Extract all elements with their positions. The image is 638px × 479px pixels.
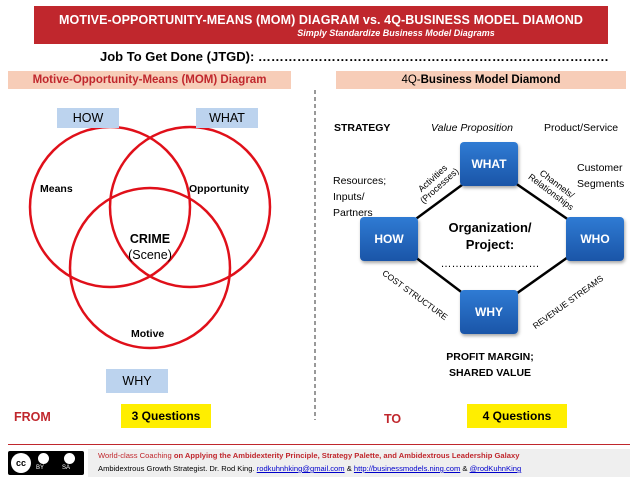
- footer-divider: [8, 444, 630, 445]
- website-link[interactable]: http://businessmodels.ning.com: [353, 464, 461, 473]
- header-bar: MOTIVE-OPPORTUNITY-MEANS (MOM) DIAGRAM v…: [34, 6, 608, 44]
- opportunity-label: Opportunity: [189, 183, 250, 195]
- header-title: MOTIVE-OPPORTUNITY-MEANS (MOM) DIAGRAM v…: [59, 13, 583, 27]
- product-service-label: Product/Service: [544, 122, 619, 134]
- by-text: BY: [36, 465, 45, 471]
- project-dots: ………………………: [440, 258, 540, 270]
- footer-line-1: World-class Coaching on Applying the Amb…: [98, 451, 519, 460]
- footer-amp-1: &: [344, 464, 354, 473]
- scene-label: (Scene): [128, 248, 172, 262]
- how-box: HOW: [57, 108, 119, 128]
- segments-label: Segments: [577, 178, 625, 190]
- value-proposition-label: Value Proposition: [431, 122, 513, 134]
- header-subtitle: Simply Standardize Business Model Diagra…: [297, 28, 495, 38]
- jtgd-line: Job To Get Done (JTGD): ……………………………………………: [100, 49, 609, 64]
- footer-coaching-topic: on Applying the Ambidexterity Principle,…: [173, 451, 520, 460]
- four-questions-box: 4 Questions: [467, 404, 567, 428]
- opportunity-circle: [108, 125, 272, 289]
- who-node: WHO: [566, 217, 624, 261]
- means-label: Means: [40, 183, 73, 195]
- shared-value-label: SHARED VALUE: [448, 367, 532, 379]
- from-label: FROM: [14, 410, 51, 424]
- how-node: HOW: [360, 217, 418, 261]
- why-node: WHY: [460, 290, 518, 334]
- footer-author: Ambidextrous Growth Strategist. Dr. Rod …: [98, 464, 257, 473]
- business-diamond-title: 4Q-Business Model Diamond: [336, 71, 626, 89]
- strategy-label: STRATEGY: [334, 122, 391, 134]
- footer-line-2: Ambidextrous Growth Strategist. Dr. Rod …: [98, 464, 521, 473]
- share-alike-icon: [64, 453, 75, 464]
- footer-coaching: World-class Coaching: [98, 451, 174, 460]
- cc-icon: cc: [11, 453, 31, 473]
- email-link[interactable]: rodkuhnhking@gmail.com: [256, 464, 345, 473]
- what-node: WHAT: [460, 142, 518, 186]
- what-box: WHAT: [196, 108, 258, 128]
- to-label: TO: [384, 412, 402, 426]
- profit-margin-label: PROFIT MARGIN;: [446, 351, 534, 363]
- inputs-label: Inputs/: [333, 191, 365, 203]
- tab-title-bold: Business Model Diamond: [420, 74, 561, 86]
- footer-amp-2: &: [460, 464, 470, 473]
- footer-box: [88, 449, 630, 477]
- customer-label: Customer: [577, 162, 623, 174]
- partners-label: Partners: [333, 207, 373, 219]
- by-person-icon: [38, 453, 49, 464]
- crime-label: CRIME: [129, 232, 171, 246]
- motive-label: Motive: [131, 328, 165, 340]
- organization-label: Organization/: [448, 220, 532, 235]
- mom-diagram-title: Motive-Opportunity-Means (MOM) Diagram: [8, 71, 291, 89]
- why-box: WHY: [106, 369, 168, 393]
- twitter-link[interactable]: @rodKuhnKing: [469, 464, 522, 473]
- motive-circle: [68, 186, 232, 350]
- sa-text: SA: [62, 465, 71, 471]
- resources-label: Resources;: [333, 175, 387, 187]
- project-label: Project:: [465, 237, 515, 252]
- three-questions-box: 3 Questions: [121, 404, 211, 428]
- tab-prefix: 4Q-: [401, 74, 421, 86]
